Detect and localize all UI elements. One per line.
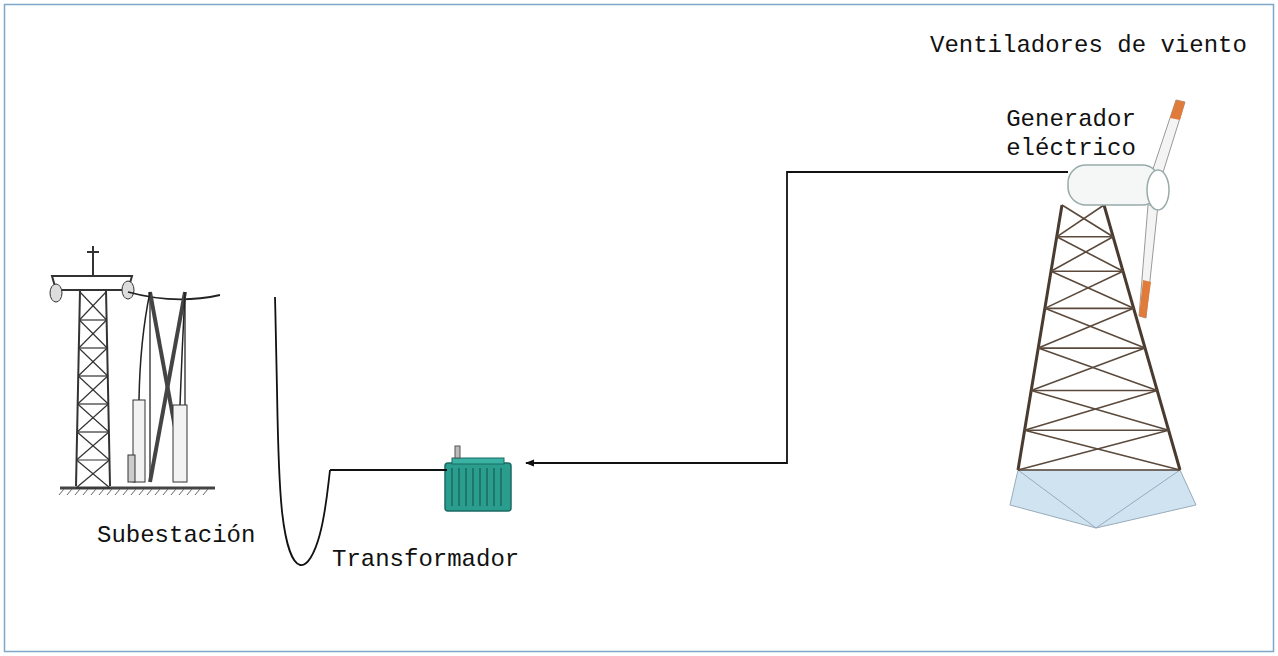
picture-title: Ventiladores de viento bbox=[930, 32, 1247, 61]
wire-connector bbox=[275, 297, 330, 565]
picture-caption: Generador eléctrico bbox=[991, 106, 1151, 164]
picture-caption: Subestación bbox=[97, 522, 255, 551]
wire-connector bbox=[526, 172, 985, 463]
picture-node: Transformador bbox=[330, 440, 526, 581]
wind-turbine-picture bbox=[985, 100, 1196, 528]
picture-node: Generador eléctrico bbox=[985, 100, 1205, 530]
picture-caption: Transformador bbox=[332, 546, 519, 575]
substation-picture bbox=[50, 246, 220, 495]
wire bbox=[330, 469, 447, 471]
wire bbox=[985, 171, 1068, 173]
transformer-picture bbox=[330, 446, 511, 511]
frame bbox=[5, 5, 1274, 652]
picture-node: Subestación bbox=[45, 240, 275, 557]
